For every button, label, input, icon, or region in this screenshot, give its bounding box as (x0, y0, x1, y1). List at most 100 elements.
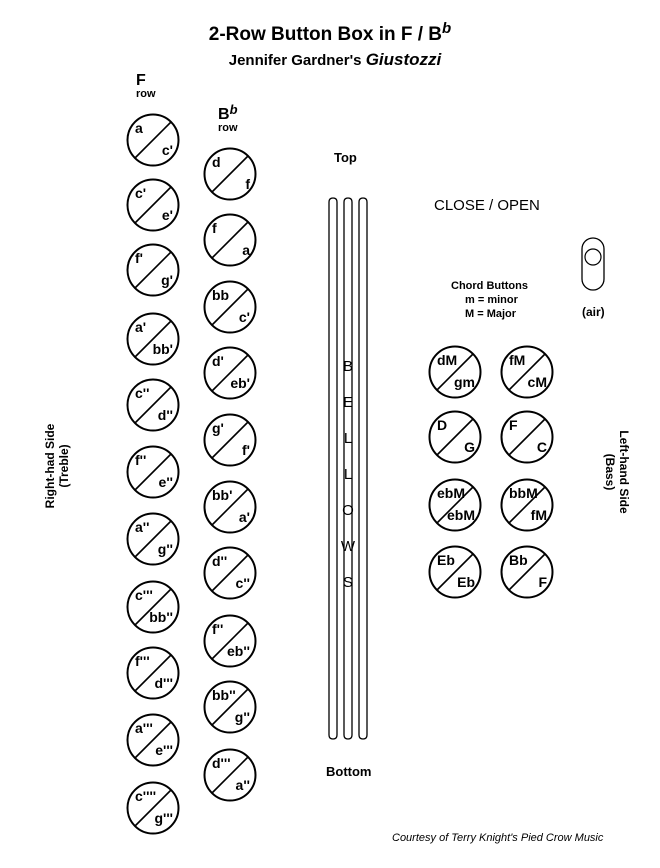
open-note: e'' (158, 474, 173, 490)
f-row-sublabel: row (136, 88, 156, 100)
open-note: gm (454, 374, 475, 390)
bellows-rail-middle (343, 197, 353, 740)
right-hand-side-title: Right-had Side (43, 423, 57, 509)
close-note: d' (212, 353, 224, 369)
button-circle-icon (126, 312, 180, 366)
bellows-icon (328, 197, 368, 740)
close-note: g' (212, 420, 224, 436)
open-note: eb'' (227, 643, 250, 659)
close-note: f'' (212, 621, 224, 637)
bb-row-button[interactable]: bb''g'' (203, 680, 257, 734)
bellows-bottom-label: Bottom (326, 764, 372, 779)
diagram-title: 2-Row Button Box in F / Bb (0, 20, 660, 46)
close-note: c''' (135, 587, 153, 603)
close-note: bb' (212, 487, 233, 503)
button-circle-icon (500, 410, 554, 464)
button-circle-icon (203, 147, 257, 201)
open-note: eb' (230, 375, 250, 391)
f-row-button[interactable]: c''d'' (126, 378, 180, 432)
credit-text: Courtesy of Terry Knight's Pied Crow Mus… (392, 832, 604, 844)
open-note: fM (530, 507, 547, 523)
close-note: ebM (437, 485, 465, 501)
open-note: f (245, 176, 250, 192)
button-circle-icon (203, 546, 257, 600)
f-row-button[interactable]: f' g' (126, 243, 180, 297)
close-note: f''' (135, 653, 150, 669)
bellows-letter: S (342, 574, 353, 591)
left-hand-side-subtitle: (Bass) (603, 453, 617, 491)
button-circle-icon (126, 646, 180, 700)
right-hand-side-subtitle: (Treble) (57, 444, 71, 488)
close-note: f (212, 220, 217, 236)
open-note: bb'' (149, 609, 173, 625)
bellows-rail-left (328, 197, 338, 740)
open-note: g'' (157, 541, 173, 557)
button-circle-icon (126, 781, 180, 835)
button-circle-icon (428, 478, 482, 532)
f-row-button[interactable]: a'bb' (126, 312, 180, 366)
button-circle-icon (126, 580, 180, 634)
f-row-button[interactable]: f''' d''' (126, 646, 180, 700)
button-circle-icon (126, 378, 180, 432)
f-row-label-name: F (136, 72, 146, 89)
right-hand-side-label: Right-had Side (Treble) (43, 424, 71, 509)
button-circle-icon (203, 280, 257, 334)
button-circle-icon (203, 614, 257, 668)
f-row-label: F row (136, 72, 156, 101)
button-circle-icon (500, 345, 554, 399)
bb-row-label-name: B (218, 106, 230, 123)
close-note: f' (135, 250, 143, 266)
button-circle-icon (500, 478, 554, 532)
f-row-button[interactable]: a'' g'' (126, 512, 180, 566)
open-note: d''' (154, 675, 173, 691)
f-row-button[interactable]: a'''e''' (126, 713, 180, 767)
f-row-button[interactable]: c'e' (126, 178, 180, 232)
air-label: (air) (582, 305, 605, 319)
air-button-knob (584, 248, 602, 266)
open-note: e''' (155, 742, 173, 758)
subtitle-model: Giustozzi (365, 50, 442, 69)
bellows-letter: B (342, 358, 353, 375)
open-note: g' (161, 272, 173, 288)
bb-row-button[interactable]: f''eb'' (203, 614, 257, 668)
open-note: a' (238, 509, 250, 525)
bellows-letter: O (342, 502, 354, 519)
close-note: fM (509, 352, 526, 368)
button-circle-icon (126, 512, 180, 566)
close-note: Eb (437, 552, 455, 568)
bb-row-button[interactable]: d'''a'' (203, 748, 257, 802)
bb-row-sublabel: row (218, 122, 238, 134)
button-circle-icon (203, 748, 257, 802)
open-note: g''' (154, 810, 173, 826)
button-circle-icon (126, 445, 180, 499)
f-row-button[interactable]: f''e'' (126, 445, 180, 499)
bb-row-button[interactable]: d' eb' (203, 346, 257, 400)
open-note: c'' (235, 575, 250, 591)
bellows-letter: L (343, 430, 353, 447)
major-legend: M = Major (465, 308, 517, 320)
f-row-button[interactable]: c''' bb'' (126, 580, 180, 634)
button-circle-icon (126, 713, 180, 767)
bb-row-button[interactable]: bb' a' (203, 480, 257, 534)
bellows-letter: E (342, 394, 353, 411)
f-row-button[interactable]: c''''g''' (126, 781, 180, 835)
air-button-icon[interactable] (580, 236, 610, 294)
close-note: a'' (135, 519, 150, 535)
button-circle-icon (203, 346, 257, 400)
close-note: a''' (135, 720, 153, 736)
bb-row-button[interactable]: g'f' (203, 413, 257, 467)
open-note: g'' (234, 709, 250, 725)
bb-row-button[interactable]: d''c'' (203, 546, 257, 600)
